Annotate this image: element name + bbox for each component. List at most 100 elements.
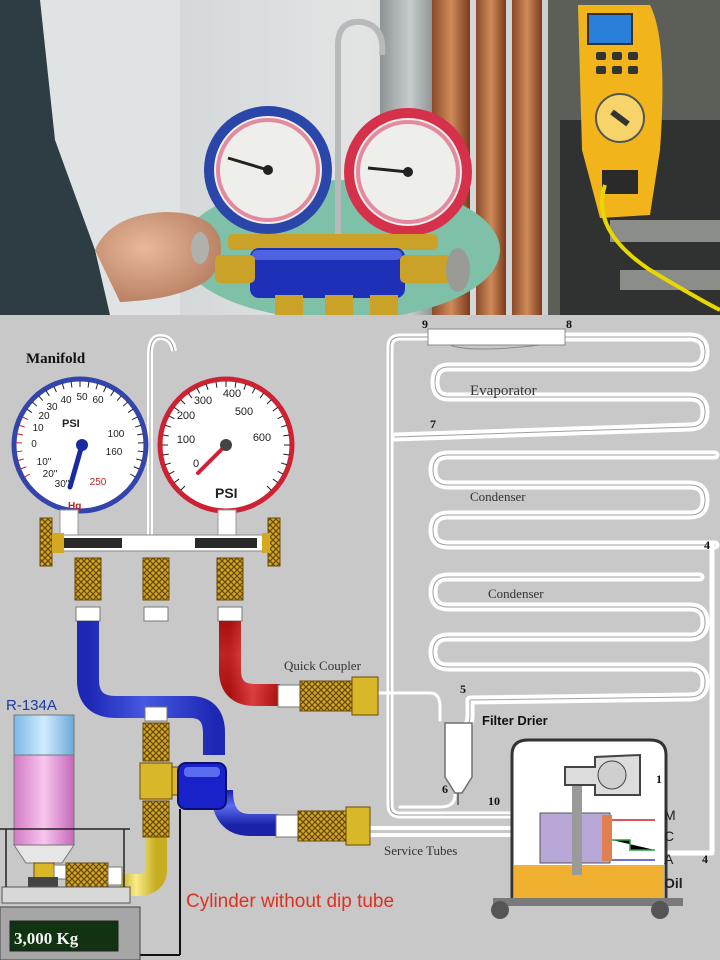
gauge-tick-mark bbox=[135, 424, 142, 428]
low-gauge-vacuum-unit: Hg bbox=[68, 501, 81, 512]
manifold-hook bbox=[335, 18, 386, 235]
gauge-tick-mark bbox=[283, 453, 290, 456]
gauge-tick-mark bbox=[26, 408, 33, 413]
gauge-tick-label: 10 bbox=[32, 423, 44, 434]
point-4-lower: 4 bbox=[702, 852, 708, 866]
oil-label: Oil bbox=[664, 875, 683, 891]
condenser-label-lower: Condenser bbox=[488, 586, 544, 601]
gauge-tick-mark bbox=[272, 478, 279, 484]
quick-coupler-low bbox=[275, 806, 371, 846]
gauge-tick-mark bbox=[137, 450, 144, 453]
gauge-tick-mark bbox=[281, 462, 288, 466]
manifold-body bbox=[39, 509, 281, 567]
gauge-tick-mark bbox=[110, 390, 115, 397]
manifold-label: Manifold bbox=[26, 351, 86, 367]
gauge-tick-mark bbox=[168, 470, 175, 475]
manifold-body-photo bbox=[191, 232, 470, 315]
gauge-tick-mark bbox=[95, 383, 99, 390]
gauge-tick-label: 0 bbox=[193, 458, 199, 470]
gauge-tick-mark bbox=[38, 395, 44, 401]
gauge-tick-mark bbox=[164, 462, 171, 466]
gauge-tick-label: 400 bbox=[223, 388, 241, 400]
point-6: 6 bbox=[442, 782, 448, 796]
gauge-tick-mark bbox=[129, 473, 136, 478]
gauge-tick-mark bbox=[87, 381, 90, 388]
low-pressure-gauge-photo bbox=[204, 106, 332, 234]
terminal-a-label: A bbox=[664, 851, 674, 867]
gauge-tick-label: 20 bbox=[38, 411, 50, 422]
gauge-tick-mark bbox=[272, 406, 279, 412]
point-5: 5 bbox=[460, 682, 466, 696]
low-gauge-unit: PSI bbox=[62, 418, 80, 430]
gauge-tick-mark bbox=[103, 386, 107, 393]
gauge-tick-label: 160 bbox=[106, 447, 123, 458]
point-9: 9 bbox=[422, 317, 428, 331]
gauge-tick-label: 50 bbox=[76, 392, 88, 403]
gauge-tick-mark bbox=[16, 450, 23, 453]
gauge-tick-label: 200 bbox=[177, 410, 195, 422]
gauge-tick-mark bbox=[173, 478, 180, 484]
high-hose-fitting bbox=[216, 557, 244, 601]
gauge-tick-label: 100 bbox=[177, 434, 195, 446]
gauge-tick-label: 60 bbox=[92, 395, 104, 406]
service-tubes-label: Service Tubes bbox=[384, 843, 457, 858]
high-service-line bbox=[376, 691, 442, 722]
gauge-tick-label: 40 bbox=[60, 395, 72, 406]
gauge-tick-mark bbox=[259, 392, 265, 399]
gauge-tick-mark bbox=[180, 485, 186, 491]
gauge-tick-mark bbox=[251, 387, 256, 394]
gauge-tick-label: 30" bbox=[55, 479, 70, 490]
point-4-upper: 4 bbox=[704, 538, 710, 552]
gauge-tick-mark bbox=[16, 433, 23, 436]
gauge-tick-mark bbox=[61, 383, 65, 390]
high-gauge-unit: PSI bbox=[215, 485, 238, 501]
gauge-tick-mark bbox=[234, 381, 237, 388]
high-gauge-needle bbox=[196, 443, 228, 475]
gauge-tick-mark bbox=[137, 433, 144, 436]
gauge-tick-mark bbox=[168, 415, 175, 420]
gauge-tick-label: 20" bbox=[43, 469, 58, 480]
gauge-tick-label: 10" bbox=[37, 457, 52, 468]
gauge-tick-mark bbox=[133, 466, 140, 470]
filter-drier bbox=[444, 722, 473, 805]
gauge-tick-mark bbox=[205, 383, 209, 390]
point-1: 1 bbox=[656, 772, 662, 786]
gauge-tick-mark bbox=[53, 386, 57, 393]
gauge-tick-label: 30 bbox=[46, 402, 58, 413]
low-side-valve-knob[interactable] bbox=[39, 517, 53, 567]
gauge-tick-mark bbox=[281, 424, 288, 428]
gauge-tick-mark bbox=[180, 399, 186, 405]
high-pressure-gauge: 0 100 200 300 400 500 600 PSI bbox=[157, 376, 295, 514]
gauge-tick-label: 300 bbox=[194, 395, 212, 407]
gauge-tick-mark bbox=[164, 424, 171, 428]
gauge-tick-mark bbox=[266, 485, 272, 491]
discharge-line bbox=[657, 542, 715, 856]
evaporator-header bbox=[427, 328, 566, 350]
gauge-tick-mark bbox=[283, 434, 290, 437]
gauge-tick-mark bbox=[18, 424, 25, 428]
gauge-tick-label: 600 bbox=[253, 432, 271, 444]
refrigerant-label: R-134A bbox=[6, 697, 57, 714]
caption: Cylinder without dip tube bbox=[186, 891, 394, 912]
quick-coupler-label: Quick Coupler bbox=[284, 658, 362, 673]
motor-windings bbox=[602, 815, 612, 861]
terminal-c-label: C bbox=[664, 828, 674, 844]
tee-fitting bbox=[139, 762, 173, 800]
gauge-tick-mark bbox=[277, 470, 284, 475]
gauge-tick-mark bbox=[187, 392, 193, 399]
gauge-tick-label: 500 bbox=[235, 406, 253, 418]
technician-hand bbox=[95, 212, 221, 302]
point-10: 10 bbox=[488, 794, 500, 808]
gauge-tick-label: 250 bbox=[90, 477, 107, 488]
gauge-tick-mark bbox=[243, 383, 247, 390]
charge-hose-fitting bbox=[142, 557, 170, 601]
gauge-tick-mark bbox=[22, 416, 29, 421]
gauge-tick-mark bbox=[20, 466, 27, 470]
gauge-tick-mark bbox=[215, 381, 218, 388]
gauge-tick-label: 100 bbox=[108, 429, 125, 440]
gauge-tick-mark bbox=[266, 399, 272, 405]
refrigerant-cylinder bbox=[13, 714, 123, 890]
scale-reading: 3,000 Kg bbox=[14, 929, 79, 948]
